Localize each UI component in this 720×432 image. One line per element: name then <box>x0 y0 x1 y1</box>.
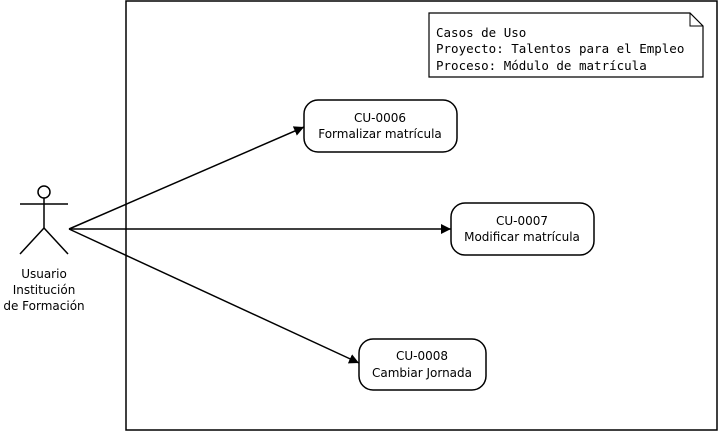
note-line-1: Casos de Uso <box>436 25 526 40</box>
use-case-name: Cambiar Jornada <box>372 366 472 380</box>
use-case-cu-0008[interactable]: CU-0008 Cambiar Jornada <box>358 338 487 391</box>
use-case-name: Formalizar matrícula <box>318 127 442 141</box>
use-case-cu-0006[interactable]: CU-0006 Formalizar matrícula <box>303 99 458 153</box>
association-cu-0008[interactable] <box>68 228 360 364</box>
note-line-2: Proyecto: Talentos para el Empleo <box>436 41 684 56</box>
system-boundary <box>125 0 718 431</box>
actor-label-line-3: de Formación <box>3 299 84 313</box>
note-fold <box>689 13 703 27</box>
actor-usuario[interactable]: Usuario Institución de Formación <box>3 185 85 313</box>
use-case-shape <box>303 99 458 153</box>
use-case-name: Modificar matrícula <box>464 230 580 244</box>
use-case-shape <box>450 202 595 256</box>
use-case-id: CU-0008 <box>396 349 448 363</box>
use-case-cu-0007[interactable]: CU-0007 Modificar matrícula <box>450 202 595 256</box>
use-case-id: CU-0006 <box>354 111 406 125</box>
diagram-note[interactable]: Casos de Uso Proyecto: Talentos para el … <box>428 12 704 78</box>
actor-label-line-1: Usuario <box>21 267 67 281</box>
use-case-id: CU-0007 <box>496 214 548 228</box>
actor-label-line-2: Institución <box>13 283 76 297</box>
use-case-shape <box>358 338 487 391</box>
note-line-3: Proceso: Módulo de matrícula <box>436 58 647 73</box>
association-cu-0006[interactable] <box>68 126 305 230</box>
note-shape <box>428 12 704 78</box>
actor-figure-icon <box>19 185 69 255</box>
